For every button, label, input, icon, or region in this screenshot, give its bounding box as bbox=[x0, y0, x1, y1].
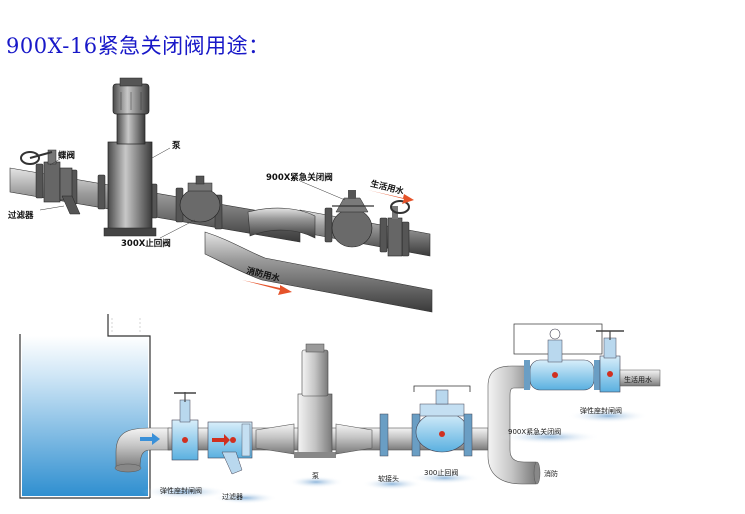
gate-valve bbox=[387, 200, 410, 257]
check-valve-300x bbox=[179, 175, 221, 223]
outlet-pipe bbox=[619, 369, 661, 387]
bottom-diagram: 弹性座封闸阀 过滤器 泵 软接头 300止回阀 900X紧急关闭阀 弹性座封闸阀… bbox=[19, 314, 661, 504]
emergency-valve-900x bbox=[331, 190, 374, 248]
label-pump-bottom: 泵 bbox=[312, 472, 319, 480]
y-filter-bottom bbox=[207, 421, 253, 475]
label-pump: 泵 bbox=[172, 140, 181, 151]
label-butterfly-valve: 蝶阀 bbox=[58, 150, 75, 161]
label-emergency-valve-bottom: 900X紧急关闭阀 bbox=[508, 427, 561, 436]
pump bbox=[103, 77, 157, 237]
label-gate-valve-left: 弹性座封闸阀 bbox=[160, 486, 202, 495]
label-filter-bottom: 过滤器 bbox=[222, 492, 243, 501]
label-soft-joint: 软接头 bbox=[378, 474, 399, 483]
s-bend-pipe bbox=[247, 207, 316, 239]
check-valve-300-bottom bbox=[379, 385, 473, 457]
page-title: 900X-16紧急关闭阀用途： bbox=[6, 34, 270, 58]
y-filter bbox=[59, 167, 81, 215]
label-check-valve-bottom: 300止回阀 bbox=[424, 468, 458, 477]
label-domestic-water-bottom: 生活用水 bbox=[624, 375, 652, 384]
label-filter: 过滤器 bbox=[8, 210, 34, 221]
top-diagram: 蝶阀 过滤器 泵 300X止回阀 900X紧急关闭阀 生活用水 消防用水 bbox=[8, 77, 433, 313]
label-check-valve: 300X止回阀 bbox=[121, 238, 171, 249]
label-fire-bottom: 消防 bbox=[544, 469, 558, 478]
fire-water-arrow bbox=[242, 280, 292, 295]
emergency-valve-900x-bottom bbox=[513, 323, 603, 391]
fire-branch-pipe bbox=[204, 231, 433, 313]
inlet-flow-arrow bbox=[140, 433, 160, 445]
label-gate-valve-right: 弹性座封闸阀 bbox=[580, 406, 622, 415]
pump-bottom bbox=[294, 343, 336, 458]
domestic-water-arrow bbox=[368, 190, 414, 204]
butterfly-valve bbox=[20, 149, 61, 203]
gate-valve-left bbox=[171, 392, 199, 461]
label-emergency-valve: 900X紧急关闭阀 bbox=[266, 172, 333, 183]
gate-valve-right bbox=[596, 330, 624, 393]
riser-pipe bbox=[487, 365, 537, 485]
label-domestic-water: 生活用水 bbox=[369, 178, 405, 197]
